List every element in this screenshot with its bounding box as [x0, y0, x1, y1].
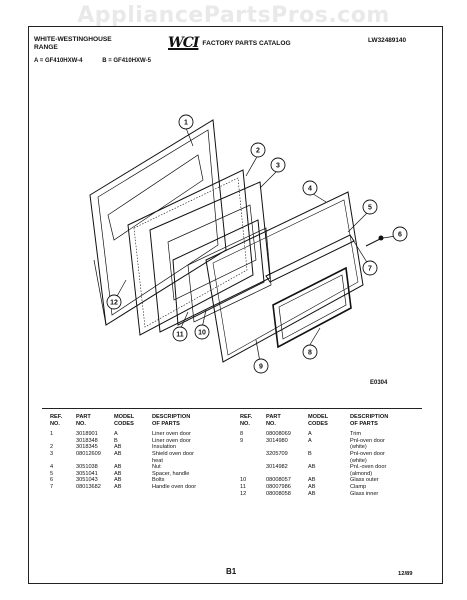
callout-5: 5 — [368, 205, 372, 212]
window-trim — [272, 266, 352, 349]
diagram-code: E0304 — [370, 380, 388, 386]
model-legend: A = GF410HXW-4 B = GF410HXW-5 — [34, 58, 169, 64]
callout-10: 10 — [198, 330, 206, 337]
oven-door-handle — [265, 234, 355, 283]
callout-6: 6 — [398, 232, 402, 239]
shield-oven-door-heat — [149, 181, 271, 333]
callout-7: 7 — [368, 266, 372, 273]
watermark: AppliancePartsPros.com — [77, 3, 390, 28]
table-row: heat — [152, 457, 163, 464]
col-ref: REF.NO. — [240, 414, 253, 427]
brand-name: WHITE-WESTINGHOUSE — [34, 36, 112, 43]
callout-11: 11 — [176, 332, 184, 339]
col-ref: REF.NO. — [50, 414, 63, 427]
oven-door-panel — [205, 191, 364, 363]
table-row: (white) — [350, 457, 367, 464]
catalog-number: LW32489140 — [368, 37, 407, 44]
model-b: B = GF410HXW-5 — [102, 58, 151, 64]
model-a: A = GF410HXW-4 — [34, 58, 83, 64]
product-type: RANGE — [34, 44, 58, 51]
table-row: (white) — [350, 444, 367, 451]
catalog-page-frame — [28, 26, 443, 584]
callout-12: 12 — [110, 300, 118, 307]
oven-door-exploded-diagram: 1 2 3 4 5 6 7 8 9 10 11 12 — [89, 114, 408, 374]
callout-8: 8 — [308, 350, 312, 357]
insulation — [127, 169, 254, 336]
callout-2: 2 — [256, 148, 260, 155]
table-row: (almond) — [350, 470, 373, 477]
catalog-name: FACTORY PARTS CATALOG — [202, 39, 291, 47]
wci-logo: WCI — [168, 35, 199, 51]
callout-4: 4 — [308, 186, 312, 193]
callout-3: 3 — [276, 163, 280, 170]
brand-header: WHITE-WESTINGHOUSE RANGE — [34, 36, 112, 52]
callout-9: 9 — [259, 364, 263, 371]
catalog-date: 12/89 — [398, 571, 413, 577]
glass-and-clamp — [172, 219, 272, 326]
page-number: B1 — [226, 567, 237, 576]
bolt — [365, 235, 384, 247]
liner-oven-door — [89, 119, 227, 326]
table-top-rule — [42, 408, 422, 409]
catalog-title: WCI FACTORY PARTS CATALOG — [168, 35, 291, 51]
callout-1: 1 — [184, 120, 188, 127]
